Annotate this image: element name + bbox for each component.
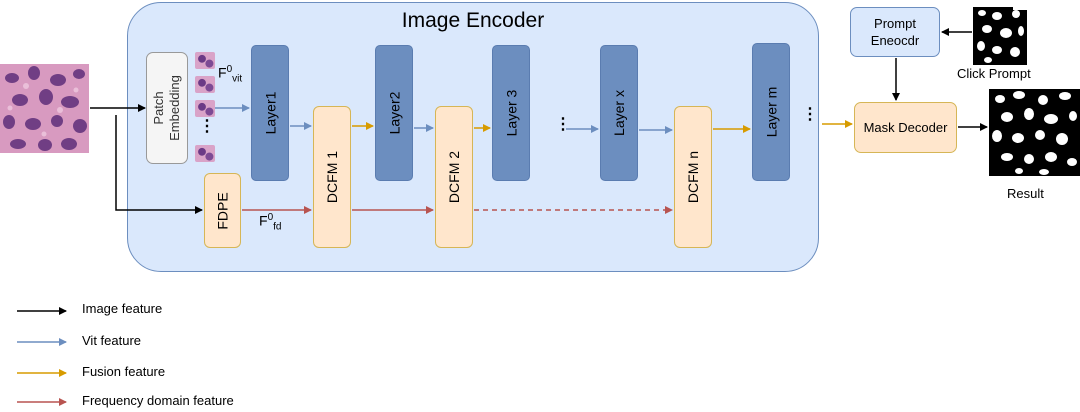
fdpe-block: FDPE bbox=[204, 173, 241, 248]
vit-layer-x: Layer x bbox=[600, 45, 638, 181]
legend-image-feature: Image feature bbox=[82, 301, 163, 316]
dcfm-block-1: DCFM 1 bbox=[313, 106, 351, 248]
input-histology-image bbox=[0, 64, 89, 153]
mask-decoder-block: Mask Decoder bbox=[854, 102, 957, 153]
legend-frequency-feature: Frequency domain feature bbox=[82, 393, 234, 408]
vit-layer-1: Layer1 bbox=[251, 45, 289, 181]
click-prompt-label: Click Prompt bbox=[957, 66, 1031, 81]
click-prompt-image bbox=[973, 7, 1027, 65]
patch-thumbnail bbox=[195, 100, 215, 117]
dcfm-block-n: DCFM n bbox=[674, 106, 712, 248]
result-label: Result bbox=[1007, 186, 1044, 201]
result-mask-image bbox=[989, 89, 1080, 176]
patch-thumbnail bbox=[195, 145, 215, 162]
prompt-encoder-block: Prompt Eneocdr bbox=[850, 7, 940, 57]
image-to-fdpe-arrow bbox=[115, 115, 203, 214]
legend-vit-feature: Vit feature bbox=[82, 333, 142, 348]
patch-embedding-block: Patch Embedding bbox=[146, 52, 188, 164]
patch-thumbnail bbox=[195, 52, 215, 69]
vit-layer-3: Layer 3 bbox=[492, 45, 530, 181]
f-fd-label: F0fd bbox=[259, 212, 282, 233]
vit-layer-m: Layer m bbox=[752, 43, 790, 181]
vit-layer-2: Layer2 bbox=[375, 45, 413, 181]
dcfm-block-2: DCFM 2 bbox=[435, 106, 473, 248]
patch-thumbnail bbox=[195, 76, 215, 93]
image-encoder-title: Image Encoder bbox=[401, 9, 545, 32]
f-vit-label: F0vit bbox=[218, 64, 243, 85]
legend-fusion-feature: Fusion feature bbox=[82, 364, 166, 379]
